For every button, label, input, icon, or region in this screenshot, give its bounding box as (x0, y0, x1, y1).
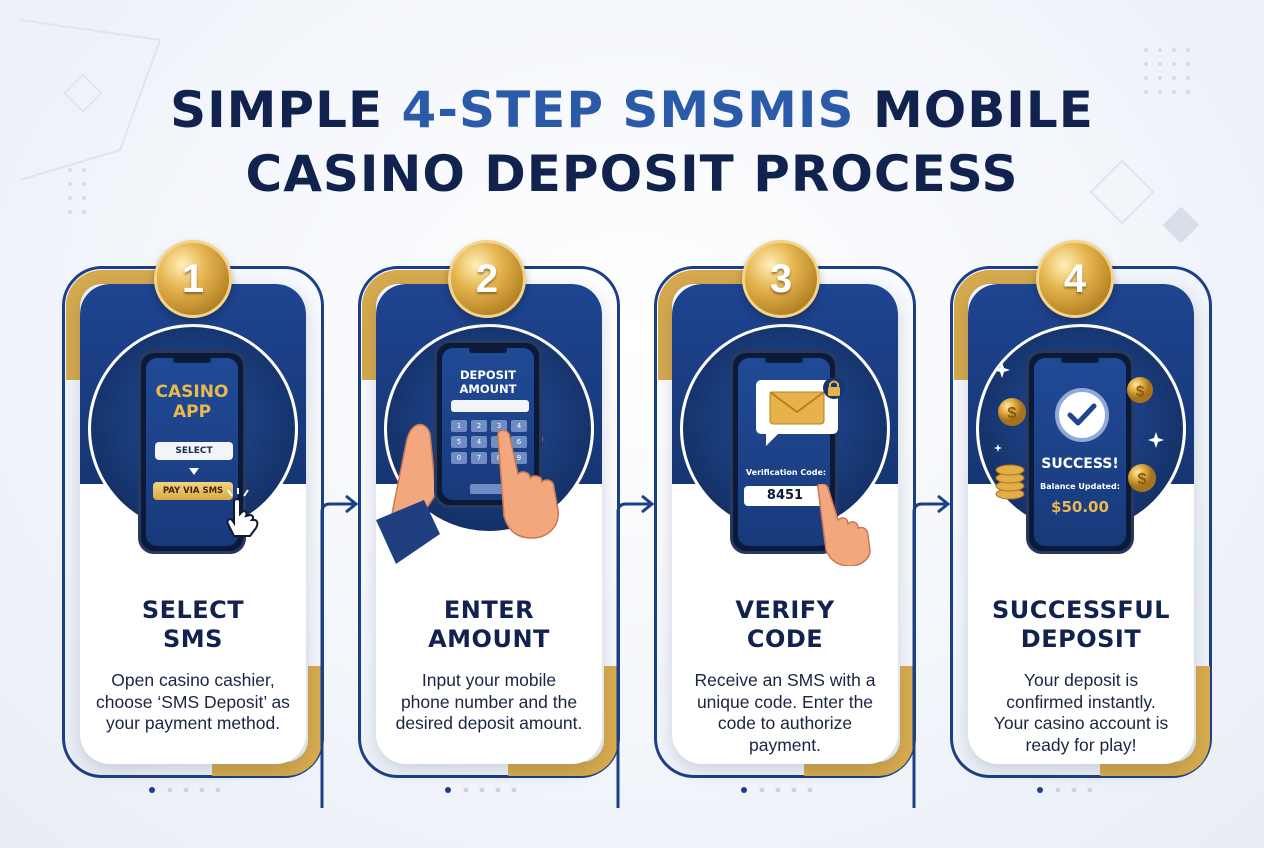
arrow-right-icon (616, 494, 655, 808)
phone-screen: CASINO APP SELECT PAY VIA SMS (146, 358, 238, 546)
step-card-body: Verification Code: 8451 VERIFY CODE Rece… (672, 284, 898, 764)
keypad-key[interactable]: 4 (471, 436, 487, 448)
step-card-2: DEPOSIT AMOUNT 1 2 3 4 5 4 5 6 0 7 8 9 (358, 240, 628, 790)
step-card-body: SUCCESS! Balance Updated: $50.00 $ $ $ S… (968, 284, 1194, 764)
arrow-right-icon (320, 494, 359, 808)
verification-code-input[interactable]: 8451 (744, 486, 826, 506)
phone-icon: DEPOSIT AMOUNT 1 2 3 4 5 4 5 6 0 7 8 9 (434, 340, 542, 508)
page-title: SIMPLE 4-STEP SMSMIS MOBILE CASINO DEPOS… (0, 78, 1264, 206)
chevron-down-icon (189, 468, 199, 475)
envelope-lock-icon (756, 378, 845, 446)
step-number-badge: 2 (448, 240, 526, 318)
keypad-key[interactable]: 1 (451, 420, 467, 432)
check-icon (1055, 388, 1109, 442)
casino-app-label: CASINO APP (155, 382, 229, 422)
gold-corner (66, 270, 176, 380)
gold-corner (362, 270, 472, 380)
gold-corner (508, 666, 618, 776)
svg-text:$: $ (1008, 405, 1017, 422)
keypad-key[interactable]: 4 (511, 420, 527, 432)
coins-icon: $ $ $ (994, 362, 1164, 500)
pointing-finger-icon (817, 484, 871, 566)
step-card-3: Verification Code: 8451 VERIFY CODE Rece… (654, 240, 924, 790)
title-line-2: CASINO DEPOSIT PROCESS (245, 145, 1019, 203)
step-description: Input your mobile phone number and the d… (395, 670, 583, 733)
select-button[interactable]: SELECT (155, 442, 233, 460)
gold-corner (212, 666, 322, 776)
pay-via-sms-button[interactable]: PAY VIA SMS (153, 482, 233, 500)
phone-screen: SUCCESS! Balance Updated: $50.00 (1034, 358, 1126, 546)
step-title: SUCCESSFUL DEPOSIT (991, 596, 1171, 653)
step-description: Your deposit is confirmed instantly. You… (993, 670, 1169, 755)
step-description: Open casino cashier, choose ‘SMS Deposit… (96, 670, 290, 733)
step-card-body: CASINO APP SELECT PAY VIA SMS SELECT SMS… (80, 284, 306, 764)
keypad-key[interactable]: 3 (491, 420, 507, 432)
keypad-key[interactable]: 0 (451, 452, 467, 464)
phone-notch (469, 347, 507, 353)
amount-input[interactable] (451, 400, 529, 412)
step-title: VERIFY CODE (735, 596, 835, 653)
step-card-body: DEPOSIT AMOUNT 1 2 3 4 5 4 5 6 0 7 8 9 (376, 284, 602, 764)
phone-notch (1061, 357, 1099, 363)
verification-code-label: Verification Code: (745, 468, 827, 477)
step-number-badge: 1 (154, 240, 232, 318)
step-description: Receive an SMS with a unique code. Enter… (694, 670, 876, 755)
step-number-badge: 4 (1036, 240, 1114, 318)
keypad-key[interactable]: 6 (511, 436, 527, 448)
keypad-key[interactable]: 5 (451, 436, 467, 448)
phone-icon: SUCCESS! Balance Updated: $50.00 (1026, 350, 1134, 554)
pointing-finger-icon (497, 430, 559, 539)
gold-corner (804, 666, 914, 776)
pagination-dots (149, 787, 1093, 793)
arrow-right-icon (912, 494, 951, 808)
step-title: ENTER AMOUNT (428, 596, 550, 653)
svg-text:$: $ (1136, 383, 1145, 400)
step-card-1: CASINO APP SELECT PAY VIA SMS SELECT SMS… (62, 240, 332, 790)
balance-value: $50.00 (1051, 498, 1109, 516)
step-title: SELECT SMS (141, 596, 245, 653)
balance-label: Balance Updated: (1040, 482, 1120, 491)
step-number-badge: 3 (742, 240, 820, 318)
phone-icon: CASINO APP SELECT PAY VIA SMS (138, 350, 246, 554)
phone-notch (173, 357, 211, 363)
title-line-1: SIMPLE 4-STEP SMSMIS MOBILE (170, 81, 1094, 139)
title-highlight: 4-STEP SMSMIS (401, 81, 855, 139)
gold-corner (658, 270, 768, 380)
phone-notch (765, 357, 803, 363)
gold-corner (1100, 666, 1210, 776)
keypad-key[interactable]: 7 (471, 452, 487, 464)
success-status: SUCCESS! (1041, 456, 1119, 472)
deposit-amount-heading: DEPOSIT AMOUNT (459, 368, 517, 396)
submit-bar[interactable] (470, 484, 520, 494)
svg-text:$: $ (1138, 471, 1147, 488)
tap-hand-icon (226, 488, 259, 537)
keypad-key[interactable]: 2 (471, 420, 487, 432)
step-card-4: SUCCESS! Balance Updated: $50.00 $ $ $ S… (950, 240, 1220, 790)
